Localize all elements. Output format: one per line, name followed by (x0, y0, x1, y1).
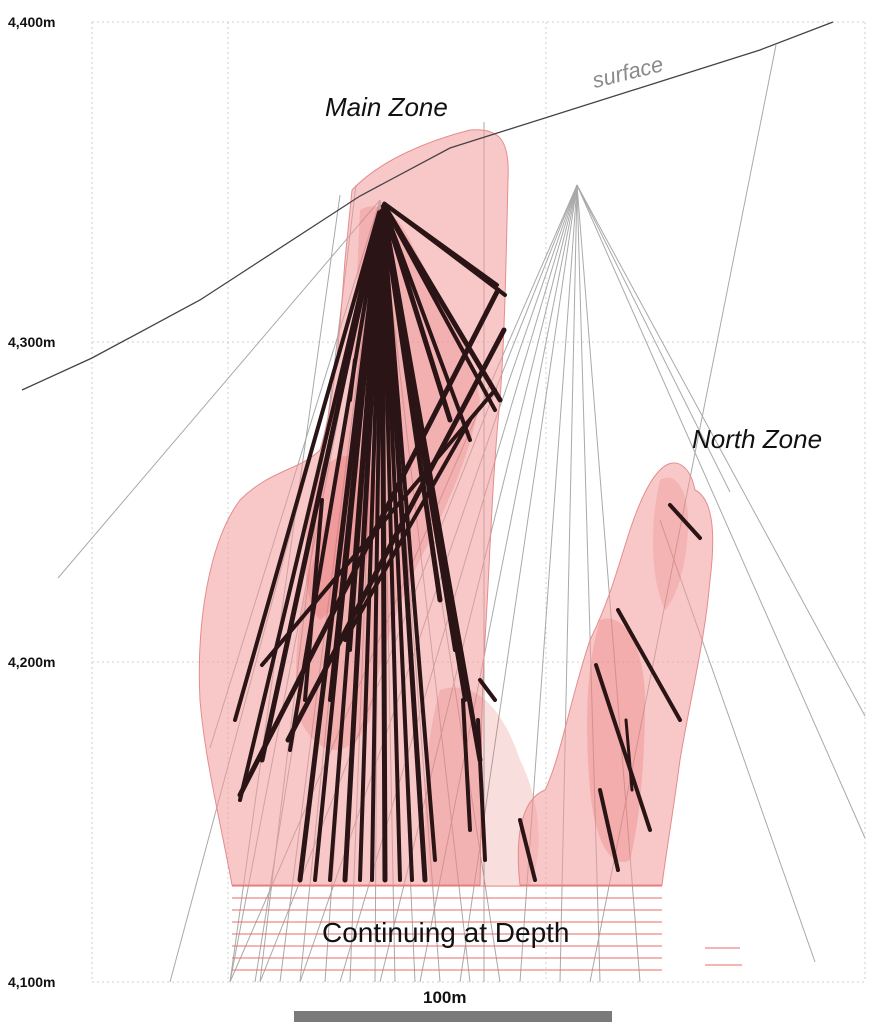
drill-hole (461, 698, 472, 832)
drill-hole (328, 209, 383, 702)
depth-extension-lines (232, 885, 742, 971)
drill-hole (297, 213, 383, 883)
drill-hole-intercepts (233, 201, 702, 883)
drill-hole (303, 498, 324, 702)
drill-hole (259, 210, 383, 763)
drill-hole (348, 358, 357, 402)
drill-hole (288, 210, 383, 752)
drill-hole (285, 327, 507, 743)
north-zone-shell (517, 462, 714, 886)
scale-bar-icon (294, 1011, 612, 1022)
drill-hole (518, 818, 537, 882)
drill-hole (381, 213, 437, 862)
drill-hole (380, 203, 453, 423)
north-zone-lobe (653, 477, 689, 610)
drill-hole (594, 663, 652, 832)
drill-trace (576, 184, 866, 717)
drill-hole (476, 718, 487, 862)
elevation-label-4400: 4,400m (8, 14, 56, 30)
surface-line (21, 21, 834, 391)
drill-hole (379, 213, 388, 883)
main-zone-label: Main Zone (325, 92, 448, 122)
drill-hole (382, 201, 499, 287)
drill-trace (576, 184, 731, 493)
drill-hole (237, 287, 501, 798)
drill-hole (233, 210, 382, 722)
elevation-label-4200: 4,200m (8, 654, 56, 670)
elevation-label-4300: 4,300m (8, 334, 56, 350)
drill-trace (576, 184, 866, 839)
drill-hole (668, 503, 702, 540)
drill-hole (598, 788, 620, 872)
continuing-at-depth-label: Continuing at Depth (322, 917, 570, 948)
drill-hole (478, 678, 497, 702)
north-zone-label: North Zone (692, 424, 823, 454)
drill-trace (57, 199, 381, 579)
drill-hole (381, 204, 472, 442)
scale-label: 100m (423, 988, 467, 1007)
drill-hole (260, 388, 497, 667)
elevation-label-4100: 4,100m (8, 974, 56, 990)
drill-hole (358, 213, 384, 882)
drill-hole (616, 608, 682, 722)
north-zone-body (517, 462, 714, 886)
drill-hole (380, 213, 428, 883)
drill-hole (381, 203, 503, 403)
drill-hole (343, 418, 472, 642)
drill-hole (348, 208, 384, 652)
drill-hole (624, 718, 634, 792)
